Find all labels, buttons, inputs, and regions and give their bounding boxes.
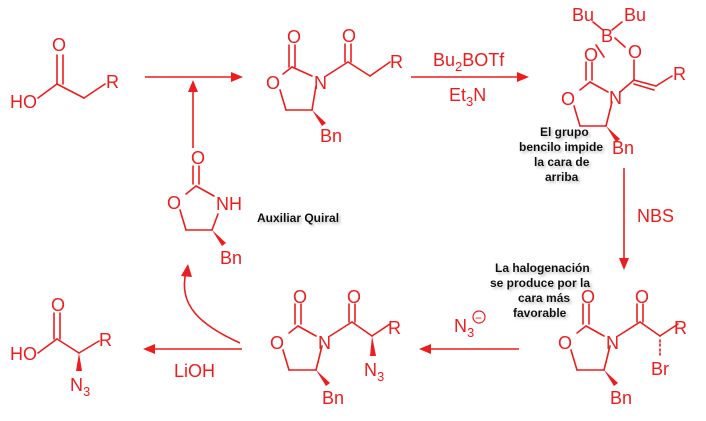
reagent-azide: N3 (454, 316, 474, 340)
atom-r: R (674, 318, 687, 338)
arrow-auxiliary-attach (188, 80, 198, 148)
note-line: arriba (545, 170, 579, 184)
note-line: se produce por la (490, 276, 590, 290)
reagent-bu2botf: Bu2BOTf (433, 50, 505, 74)
negative-charge-icon (472, 310, 486, 324)
atom-azide: N3 (70, 375, 90, 399)
atom-bn: Bn (322, 388, 344, 408)
atom-azide: N3 (364, 360, 384, 384)
arrow-hydrolysis: LiOH (143, 344, 242, 381)
atom-o: O (266, 73, 280, 93)
alpha-azido-acid: HO O R N3 (10, 295, 112, 399)
arrow-auxiliary-recovery (181, 264, 241, 344)
note-auxiliary: Auxiliar Quiral (257, 211, 339, 225)
arrow-enolization: Bu2BOTf Et3N (411, 50, 529, 109)
note-halogenation: La halogenación se produce por la cara m… (490, 261, 590, 320)
note-line: La halogenación (495, 261, 590, 275)
charge-sign: − (475, 311, 482, 325)
atom-n: N (314, 73, 327, 93)
arrow-bromination: NBS (619, 168, 674, 270)
reagent-lioh: LiOH (174, 361, 215, 381)
atom-bu: Bu (572, 5, 594, 25)
boron-enolate: Bu Bu B O O O N R Bn (561, 5, 686, 158)
atom-o: O (270, 333, 284, 353)
acyl-oxazolidinone: O O N O R Bn (266, 26, 403, 146)
note-line: cara más (518, 291, 570, 305)
atom-n: N (606, 333, 619, 353)
note-line: favorable (513, 306, 567, 320)
note-line: El grupo (540, 125, 589, 139)
alpha-azido-imide: O O O N R N3 Bn (270, 287, 401, 408)
atom-r: R (390, 52, 403, 72)
atom-o: O (51, 295, 65, 315)
atom-ho: HO (10, 92, 37, 112)
atom-o: O (287, 27, 301, 47)
note-auxiliary-label: Auxiliar Quiral (257, 211, 339, 225)
atom-o: O (293, 287, 307, 307)
arrow-acylation (145, 72, 243, 82)
atom-bn: Bn (220, 248, 242, 268)
atom-o: O (584, 45, 598, 65)
atom-o: O (191, 148, 205, 168)
atom-bu: Bu (624, 5, 646, 25)
note-line: la cara de (534, 155, 590, 169)
atom-nh: NH (216, 194, 242, 214)
atom-bn: Bn (612, 138, 634, 158)
atom-n: N (318, 333, 331, 353)
atom-n: N (609, 88, 622, 108)
atom-o: O (581, 287, 595, 307)
atom-r: R (673, 64, 686, 84)
atom-r: R (106, 72, 119, 92)
note-benzyl-face: El grupo bencilo impide la cara de arrib… (519, 125, 603, 184)
atom-ho: HO (10, 344, 37, 364)
atom-br: Br (651, 359, 669, 379)
carboxylic-acid: HO O R (10, 35, 119, 112)
atom-o: O (561, 89, 575, 109)
chiral-auxiliary: O O NH Bn (167, 148, 242, 268)
atom-o: O (167, 193, 181, 213)
atom-o: O (52, 35, 66, 55)
reagent-et3n: Et3N (449, 85, 486, 109)
atom-o: O (347, 287, 361, 307)
atom-bn: Bn (610, 388, 632, 408)
atom-r: R (99, 330, 112, 350)
atom-r: R (388, 318, 401, 338)
alpha-bromo-imide: O O O N R Br Bn (558, 287, 687, 408)
atom-o: O (635, 287, 649, 307)
atom-b: B (601, 26, 613, 46)
atom-o: O (342, 26, 356, 46)
note-line: bencilo impide (519, 140, 603, 154)
atom-o: O (628, 42, 642, 62)
reagent-nbs: NBS (637, 206, 674, 226)
atom-o: O (558, 333, 572, 353)
atom-bn: Bn (320, 126, 342, 146)
arrow-azide-substitution: N3 − (419, 310, 519, 354)
